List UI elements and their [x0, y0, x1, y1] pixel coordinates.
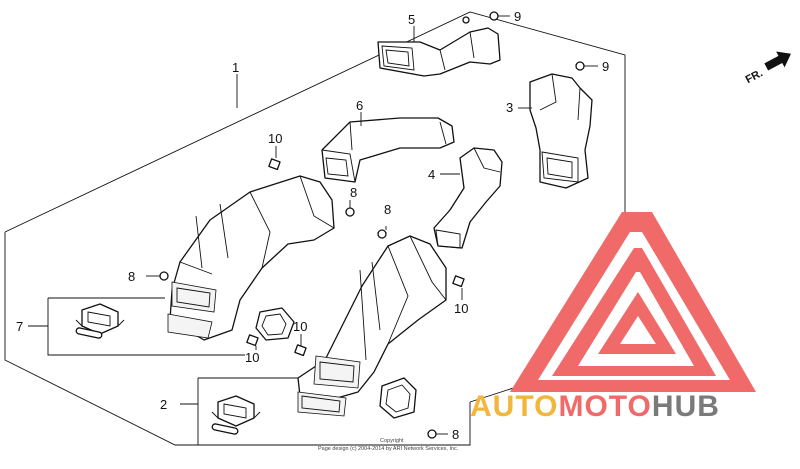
- duct-part-3: [529, 73, 593, 189]
- fastener-bolt: [377, 226, 387, 239]
- fastener-nut: [294, 344, 307, 357]
- arrow-right-icon: [764, 51, 791, 71]
- duct-part-4: [433, 147, 503, 249]
- fastener-bolt: [489, 11, 510, 21]
- gasket-center: [379, 377, 417, 419]
- watermark-word-auto: AUTO: [470, 390, 558, 423]
- callout-1: 1: [232, 60, 239, 75]
- callout-8: 8: [452, 427, 459, 442]
- callout-10: 10: [454, 301, 468, 316]
- callout-7: 7: [16, 319, 23, 334]
- callout-8: 8: [384, 202, 391, 217]
- callout-10: 10: [268, 131, 282, 146]
- callout-4: 4: [428, 167, 435, 182]
- copyright-line-1: Copyright: [380, 438, 404, 444]
- gasket-left: [255, 307, 295, 341]
- front-direction-indicator: FR.: [744, 51, 791, 86]
- clip-set-part-2: [211, 395, 261, 435]
- fastener-nut: [246, 334, 259, 347]
- callout-3: 3: [506, 100, 513, 115]
- callout-numbers: 1 2 3 4 5 6 7 8 8 8 8 9 9 10 10 10 10: [16, 9, 609, 442]
- duct-assembly-center: [297, 235, 447, 417]
- fastener-bolt: [146, 271, 169, 281]
- callout-2: 2: [160, 397, 167, 412]
- fastener-bolt: [575, 61, 598, 71]
- fastener-nut: [452, 275, 465, 288]
- callout-9: 9: [514, 9, 521, 24]
- duct-assembly-left: [167, 175, 335, 341]
- watermark-word-moto: MOTO: [558, 390, 651, 423]
- callout-10: 10: [293, 319, 307, 334]
- callout-8: 8: [128, 269, 135, 284]
- front-direction-label: FR.: [744, 67, 765, 86]
- watermark-logo: [510, 212, 756, 392]
- clip-set-part-7: [75, 303, 125, 339]
- callout-10: 10: [245, 350, 259, 365]
- duct-part-5: [377, 27, 501, 77]
- callout-5: 5: [408, 12, 415, 27]
- fastener-nut: [268, 158, 281, 171]
- fastener-bolt: [345, 200, 355, 217]
- callout-9: 9: [602, 59, 609, 74]
- callout-6: 6: [356, 98, 363, 113]
- fastener-bolt: [462, 16, 470, 24]
- watermark-text: AUTOMOTOHUB: [470, 390, 720, 423]
- copyright-line-2: Page design (c) 2004-2014 by ARI Network…: [318, 446, 459, 452]
- fastener-bolt: [427, 429, 448, 439]
- leader-lines: [28, 26, 532, 405]
- watermark-word-hub: HUB: [652, 390, 720, 423]
- duct-part-6: [321, 117, 455, 183]
- callout-8: 8: [350, 185, 357, 200]
